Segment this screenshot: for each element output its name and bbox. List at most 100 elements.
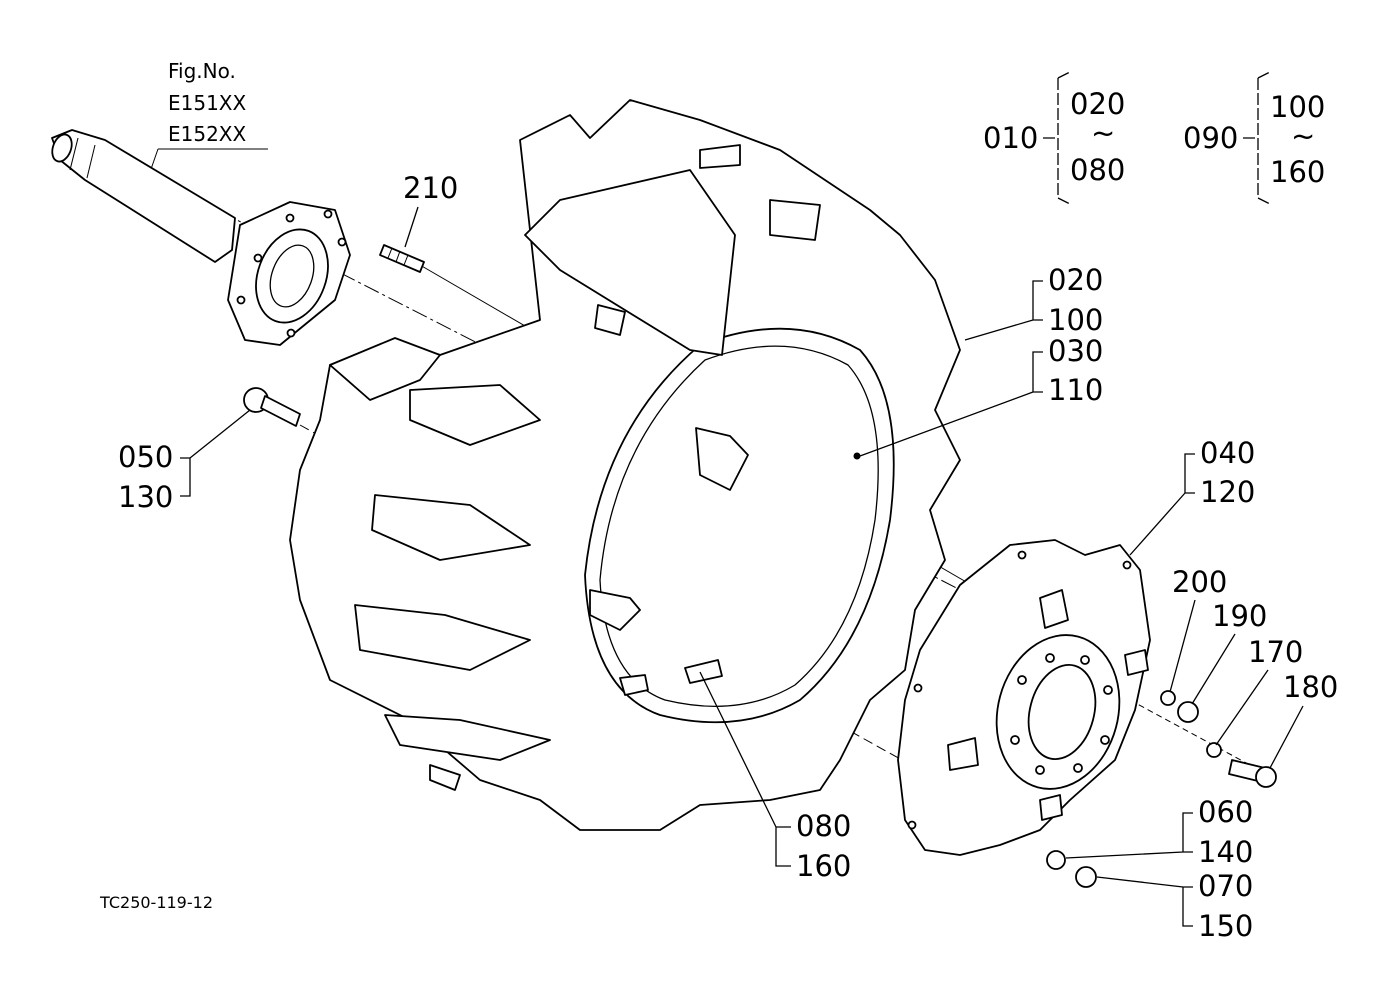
valve-stem <box>619 674 649 696</box>
rim-clip <box>594 304 626 336</box>
flange-bolt-hole <box>236 295 246 305</box>
group-010-from: 020 <box>1070 87 1125 121</box>
callout-040-label: 040 <box>1200 436 1255 470</box>
callout-160-label: 160 <box>796 849 851 883</box>
callout-060-140-bracket <box>1065 812 1193 859</box>
wheel-disc-lug-pad <box>947 737 979 771</box>
disc-bolt-hole <box>1010 735 1020 745</box>
wheel-rim-edge <box>599 345 879 707</box>
callout-130-label: 130 <box>118 480 173 514</box>
rim-upper-section <box>524 169 736 356</box>
lock-washer-200 <box>1160 690 1176 706</box>
callout-020-label: 020 <box>1048 263 1103 297</box>
callout-050-130: 050 130 <box>118 409 251 514</box>
wheel-disc-lug-pad <box>1039 794 1063 821</box>
stud-thread <box>403 254 409 266</box>
callout-170: 170 <box>1215 635 1303 746</box>
rim-clip <box>589 589 641 631</box>
callout-140-label: 140 <box>1198 835 1253 869</box>
callout-070-150: 070 150 <box>1096 869 1253 943</box>
callout-180-label: 180 <box>1283 670 1338 704</box>
callout-030-110-bracket <box>859 351 1043 457</box>
stud-bolt-body <box>379 244 425 273</box>
tread-lug <box>699 144 741 169</box>
disc-bolt-hole <box>1017 675 1027 685</box>
drawing-code: TC250-119-12 <box>99 893 213 912</box>
callout-200: 200 <box>1169 565 1227 693</box>
axle-shaft-body <box>51 129 236 263</box>
callout-190-label: 190 <box>1212 599 1267 633</box>
flange-bolt-hole <box>253 253 263 263</box>
axle-flange-bore <box>269 244 315 308</box>
disc-rim-hole <box>1017 550 1027 560</box>
group-010-tilde: ~ <box>1091 116 1115 150</box>
tread-lug <box>769 199 821 241</box>
callout-070-label: 070 <box>1198 869 1253 903</box>
callout-080-160: 080 160 <box>699 671 851 883</box>
flange-bolt-hole <box>286 328 296 338</box>
callout-190-leader <box>1191 633 1236 705</box>
callout-050-130-bracket <box>180 409 251 497</box>
flange-bolt-hole <box>323 209 333 219</box>
group-090: 090 100 ~ 160 <box>1183 71 1325 205</box>
rim-clip <box>695 427 749 491</box>
flange-bolt-hole <box>337 237 347 247</box>
group-090-tilde: ~ <box>1291 119 1315 153</box>
callout-080-160-bracket <box>699 671 791 867</box>
tread-lug <box>371 494 531 561</box>
callout-120-label: 120 <box>1200 475 1255 509</box>
tread-lug <box>329 337 441 401</box>
wheel-disc-lug-pad <box>1039 589 1069 629</box>
axle-spline-end <box>51 133 73 163</box>
bolt-180-head <box>1255 766 1277 788</box>
disc-rim-hole <box>907 820 917 830</box>
nut-070 <box>1075 866 1097 888</box>
wheel-disc-center-bore <box>1027 664 1097 760</box>
nut-190 <box>1177 701 1199 723</box>
group-010: 010 020 ~ 080 <box>983 71 1125 205</box>
axle-shaft <box>51 129 236 263</box>
callout-070-150-bracket <box>1096 876 1193 927</box>
callout-190: 190 <box>1191 599 1267 705</box>
callout-200-leader <box>1169 599 1196 693</box>
disc-rim-hole <box>1122 560 1132 570</box>
fig-number-2: E152XX <box>168 122 247 146</box>
tractor-tire <box>289 99 961 831</box>
group-090-from: 100 <box>1270 90 1325 124</box>
group-010-to: 080 <box>1070 153 1125 187</box>
callout-200-label: 200 <box>1172 565 1227 599</box>
disc-bolt-hole <box>1045 653 1055 663</box>
stud-bolt <box>379 244 425 273</box>
washer-060 <box>1046 850 1066 870</box>
washer-170 <box>1206 742 1222 758</box>
tire-bolt-shank <box>260 395 301 427</box>
group-090-to: 160 <box>1270 155 1325 189</box>
wheel-disc-lug-pad <box>1124 649 1149 676</box>
callout-030-110: 030 110 <box>859 334 1103 457</box>
tread-lug <box>429 764 461 791</box>
callout-060-140: 060 140 <box>1065 795 1253 869</box>
callout-110-label: 110 <box>1048 373 1103 407</box>
callout-210-leader <box>404 206 419 248</box>
tread-lug <box>384 714 551 761</box>
disc-bolt-hole <box>1035 765 1045 775</box>
wheel-disc <box>897 539 1151 856</box>
callout-040-120: 040 120 <box>1129 436 1255 556</box>
rim-callout-dot <box>853 452 861 460</box>
callout-170-label: 170 <box>1248 635 1303 669</box>
callout-180: 180 <box>1269 670 1338 769</box>
stud-thread <box>387 247 393 259</box>
disc-bolt-hole <box>1080 655 1090 665</box>
hardware-parts <box>1046 690 1277 888</box>
callout-050-label: 050 <box>118 440 173 474</box>
callout-210: 210 <box>403 171 458 248</box>
callout-170-leader <box>1215 669 1269 746</box>
group-090-main: 090 <box>1183 121 1238 155</box>
tread-lug <box>354 604 531 671</box>
group-090-bracket <box>1243 71 1271 205</box>
fig-number-1: E151XX <box>168 91 247 115</box>
flange-bolt-hole <box>285 213 295 223</box>
callout-030-label: 030 <box>1048 334 1103 368</box>
